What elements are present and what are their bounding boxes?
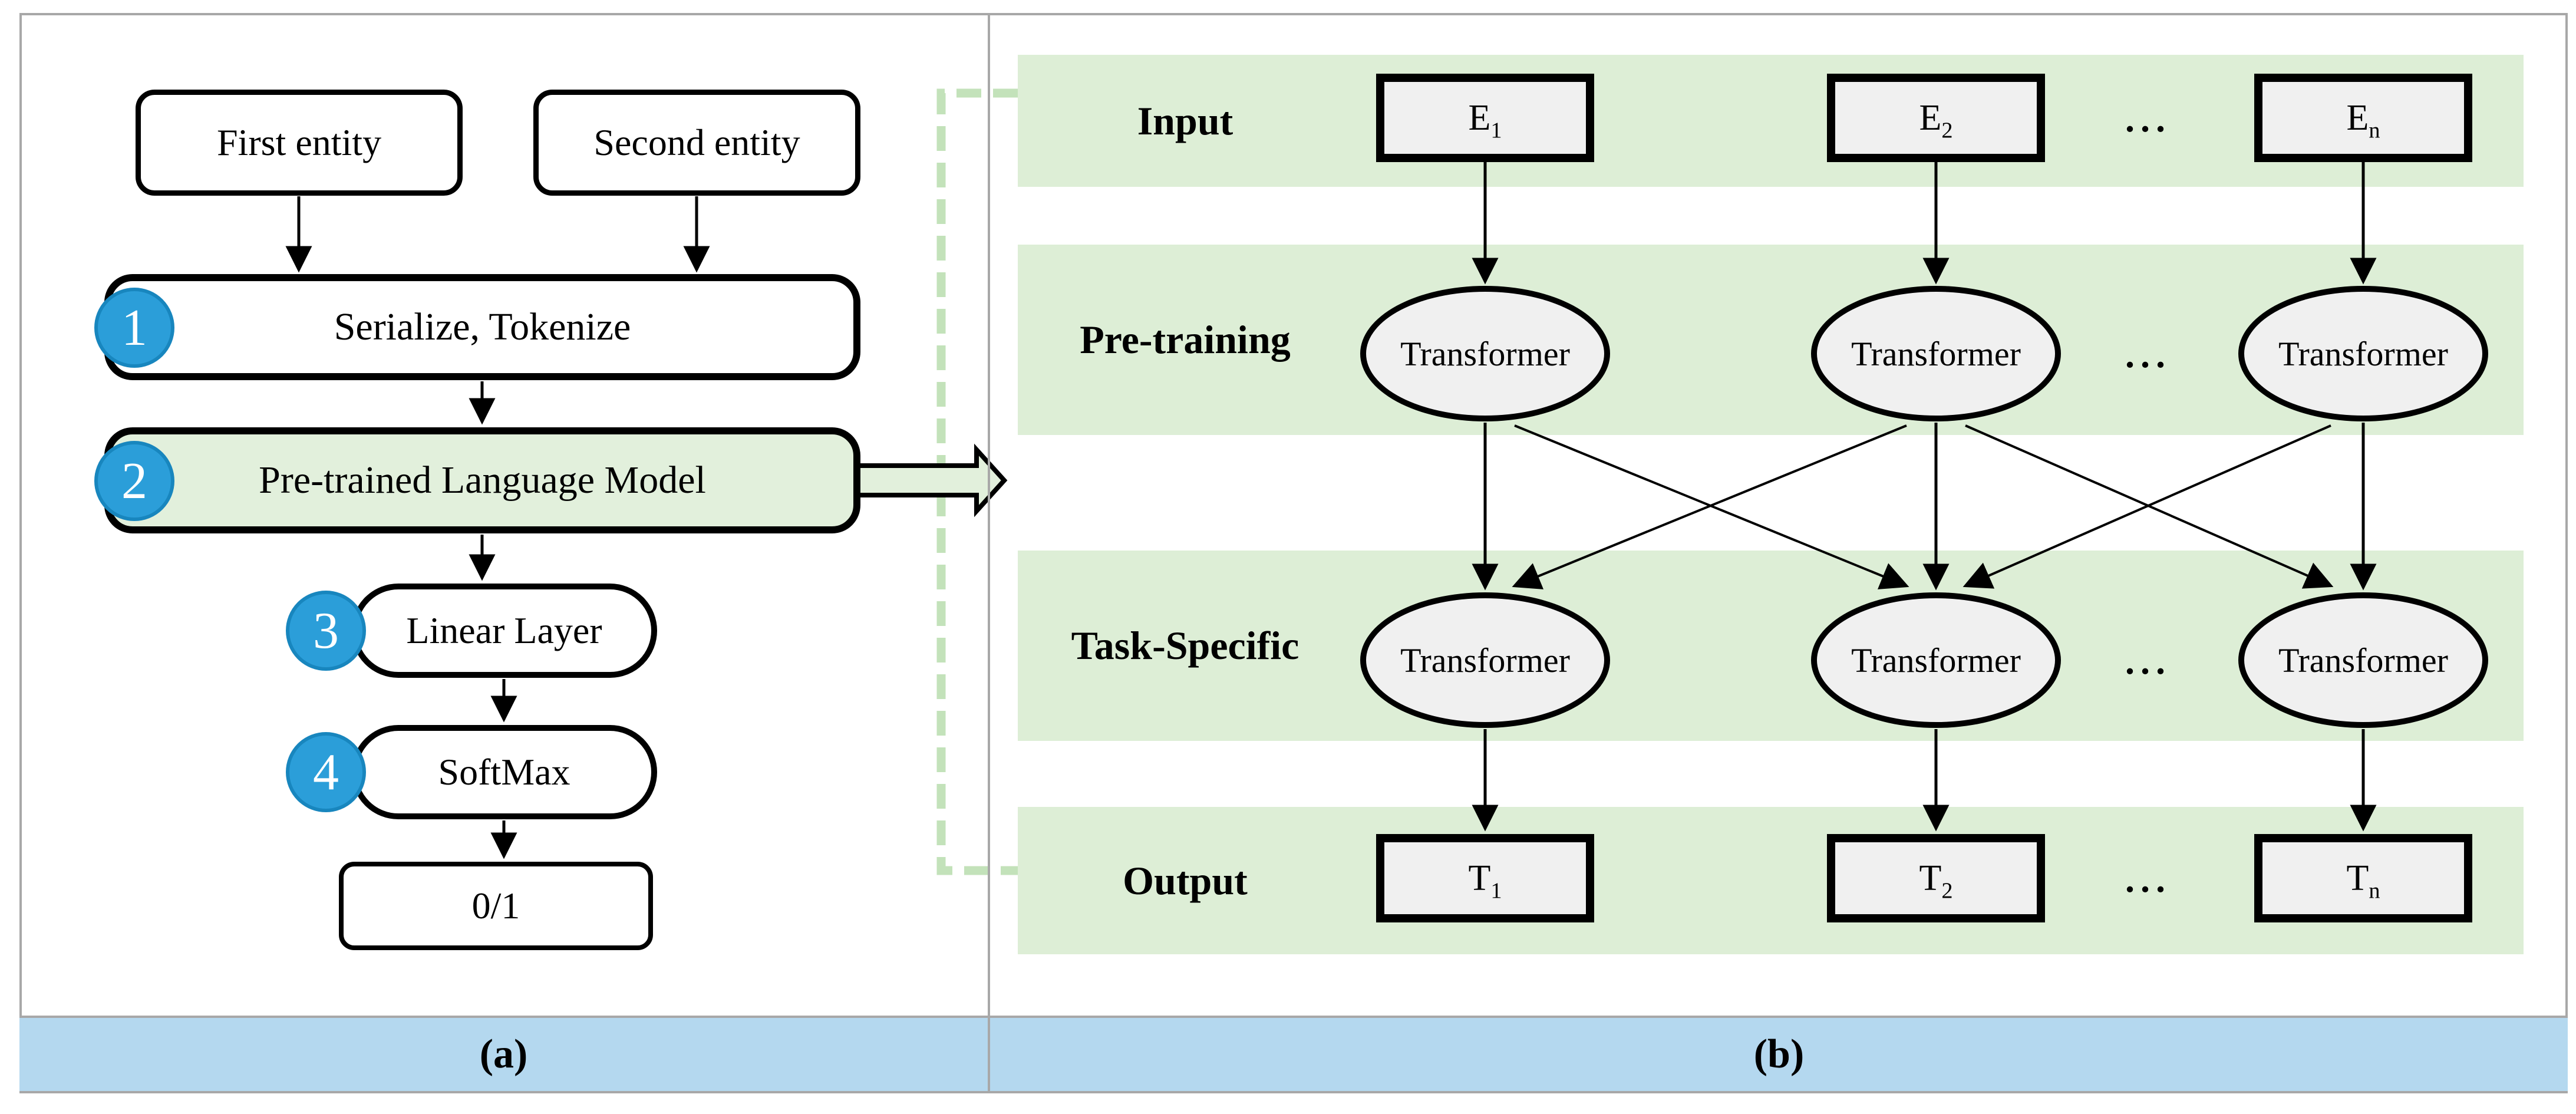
task-transformer-n: Transformer	[2238, 592, 2488, 728]
pretrained-language-model-label: Pre-trained Language Model	[259, 459, 706, 502]
second-entity-box: Second entity	[533, 90, 860, 196]
pretraining-transformer-n-label: Transformer	[2278, 334, 2448, 373]
caption-b: (b)	[990, 1016, 2568, 1093]
t2-label: T2	[1919, 858, 1953, 903]
pretraining-transformer-1: Transformer	[1360, 286, 1610, 421]
task-transformer-1: Transformer	[1360, 592, 1610, 728]
pretraining-row-label: Pre-training	[1018, 245, 1353, 435]
input-row-ellipsis: ...	[2125, 98, 2171, 140]
pretraining-row-label-text: Pre-training	[1080, 317, 1291, 362]
pretrained-language-model-box: Pre-trained Language Model	[104, 427, 860, 533]
caption-b-text: (b)	[1753, 1031, 1805, 1077]
tn-label: Tn	[2346, 858, 2380, 903]
step-1-badge: 1	[94, 288, 174, 368]
serialize-tokenize-box: Serialize, Tokenize	[104, 274, 860, 380]
step-2-number: 2	[121, 452, 147, 510]
embedding-node-en: En	[2254, 74, 2472, 162]
output-node-t1: T1	[1376, 834, 1594, 922]
pretraining-transformer-2-label: Transformer	[1851, 334, 2021, 373]
binary-output-box: 0/1	[339, 862, 653, 950]
e2-label: E2	[1919, 97, 1953, 143]
caption-band	[19, 1016, 2568, 1093]
embedding-node-e2: E2	[1827, 74, 2045, 162]
step-4-badge: 4	[286, 732, 366, 812]
caption-a: (a)	[19, 1016, 988, 1093]
task-transformer-2-label: Transformer	[1851, 641, 2021, 680]
step-3-badge: 3	[286, 591, 366, 671]
task-transformer-2: Transformer	[1811, 592, 2061, 728]
serialize-tokenize-label: Serialize, Tokenize	[334, 305, 631, 348]
output-row-label: Output	[1018, 807, 1353, 954]
linear-layer-label: Linear Layer	[406, 609, 602, 651]
step-4-number: 4	[313, 743, 339, 801]
step-3-number: 3	[313, 602, 339, 660]
en-label: En	[2346, 97, 2380, 143]
caption-a-text: (a)	[479, 1031, 528, 1077]
output-row-label-text: Output	[1123, 858, 1248, 903]
input-row-label-text: Input	[1137, 98, 1233, 143]
output-node-t2: T2	[1827, 834, 2045, 922]
softmax-box: SoftMax	[351, 725, 657, 819]
t1-label: T1	[1468, 858, 1502, 903]
task-transformer-1-label: Transformer	[1400, 641, 1570, 680]
first-entity-label: First entity	[216, 121, 382, 163]
task-specific-row-label: Task-Specific	[1018, 551, 1353, 741]
pretraining-transformer-1-label: Transformer	[1400, 334, 1570, 373]
first-entity-box: First entity	[136, 90, 463, 196]
step-1-number: 1	[121, 299, 147, 357]
linear-layer-box: Linear Layer	[351, 584, 657, 678]
step-2-badge: 2	[94, 441, 174, 521]
input-row-label: Input	[1018, 55, 1353, 187]
output-node-tn: Tn	[2254, 834, 2472, 922]
second-entity-label: Second entity	[593, 121, 800, 163]
e1-label: E1	[1468, 97, 1502, 143]
pretraining-transformer-2: Transformer	[1811, 286, 2061, 421]
task-specific-row-label-text: Task-Specific	[1071, 623, 1299, 668]
softmax-label: SoftMax	[438, 751, 570, 793]
pretraining-transformer-n: Transformer	[2238, 286, 2488, 421]
binary-output-label: 0/1	[471, 885, 520, 927]
panel-divider	[988, 13, 990, 1093]
output-row-ellipsis: ...	[2125, 858, 2171, 900]
task-row-ellipsis: ...	[2125, 640, 2171, 682]
task-transformer-n-label: Transformer	[2278, 641, 2448, 680]
embedding-node-e1: E1	[1376, 74, 1594, 162]
pretraining-row-ellipsis: ...	[2125, 334, 2171, 375]
